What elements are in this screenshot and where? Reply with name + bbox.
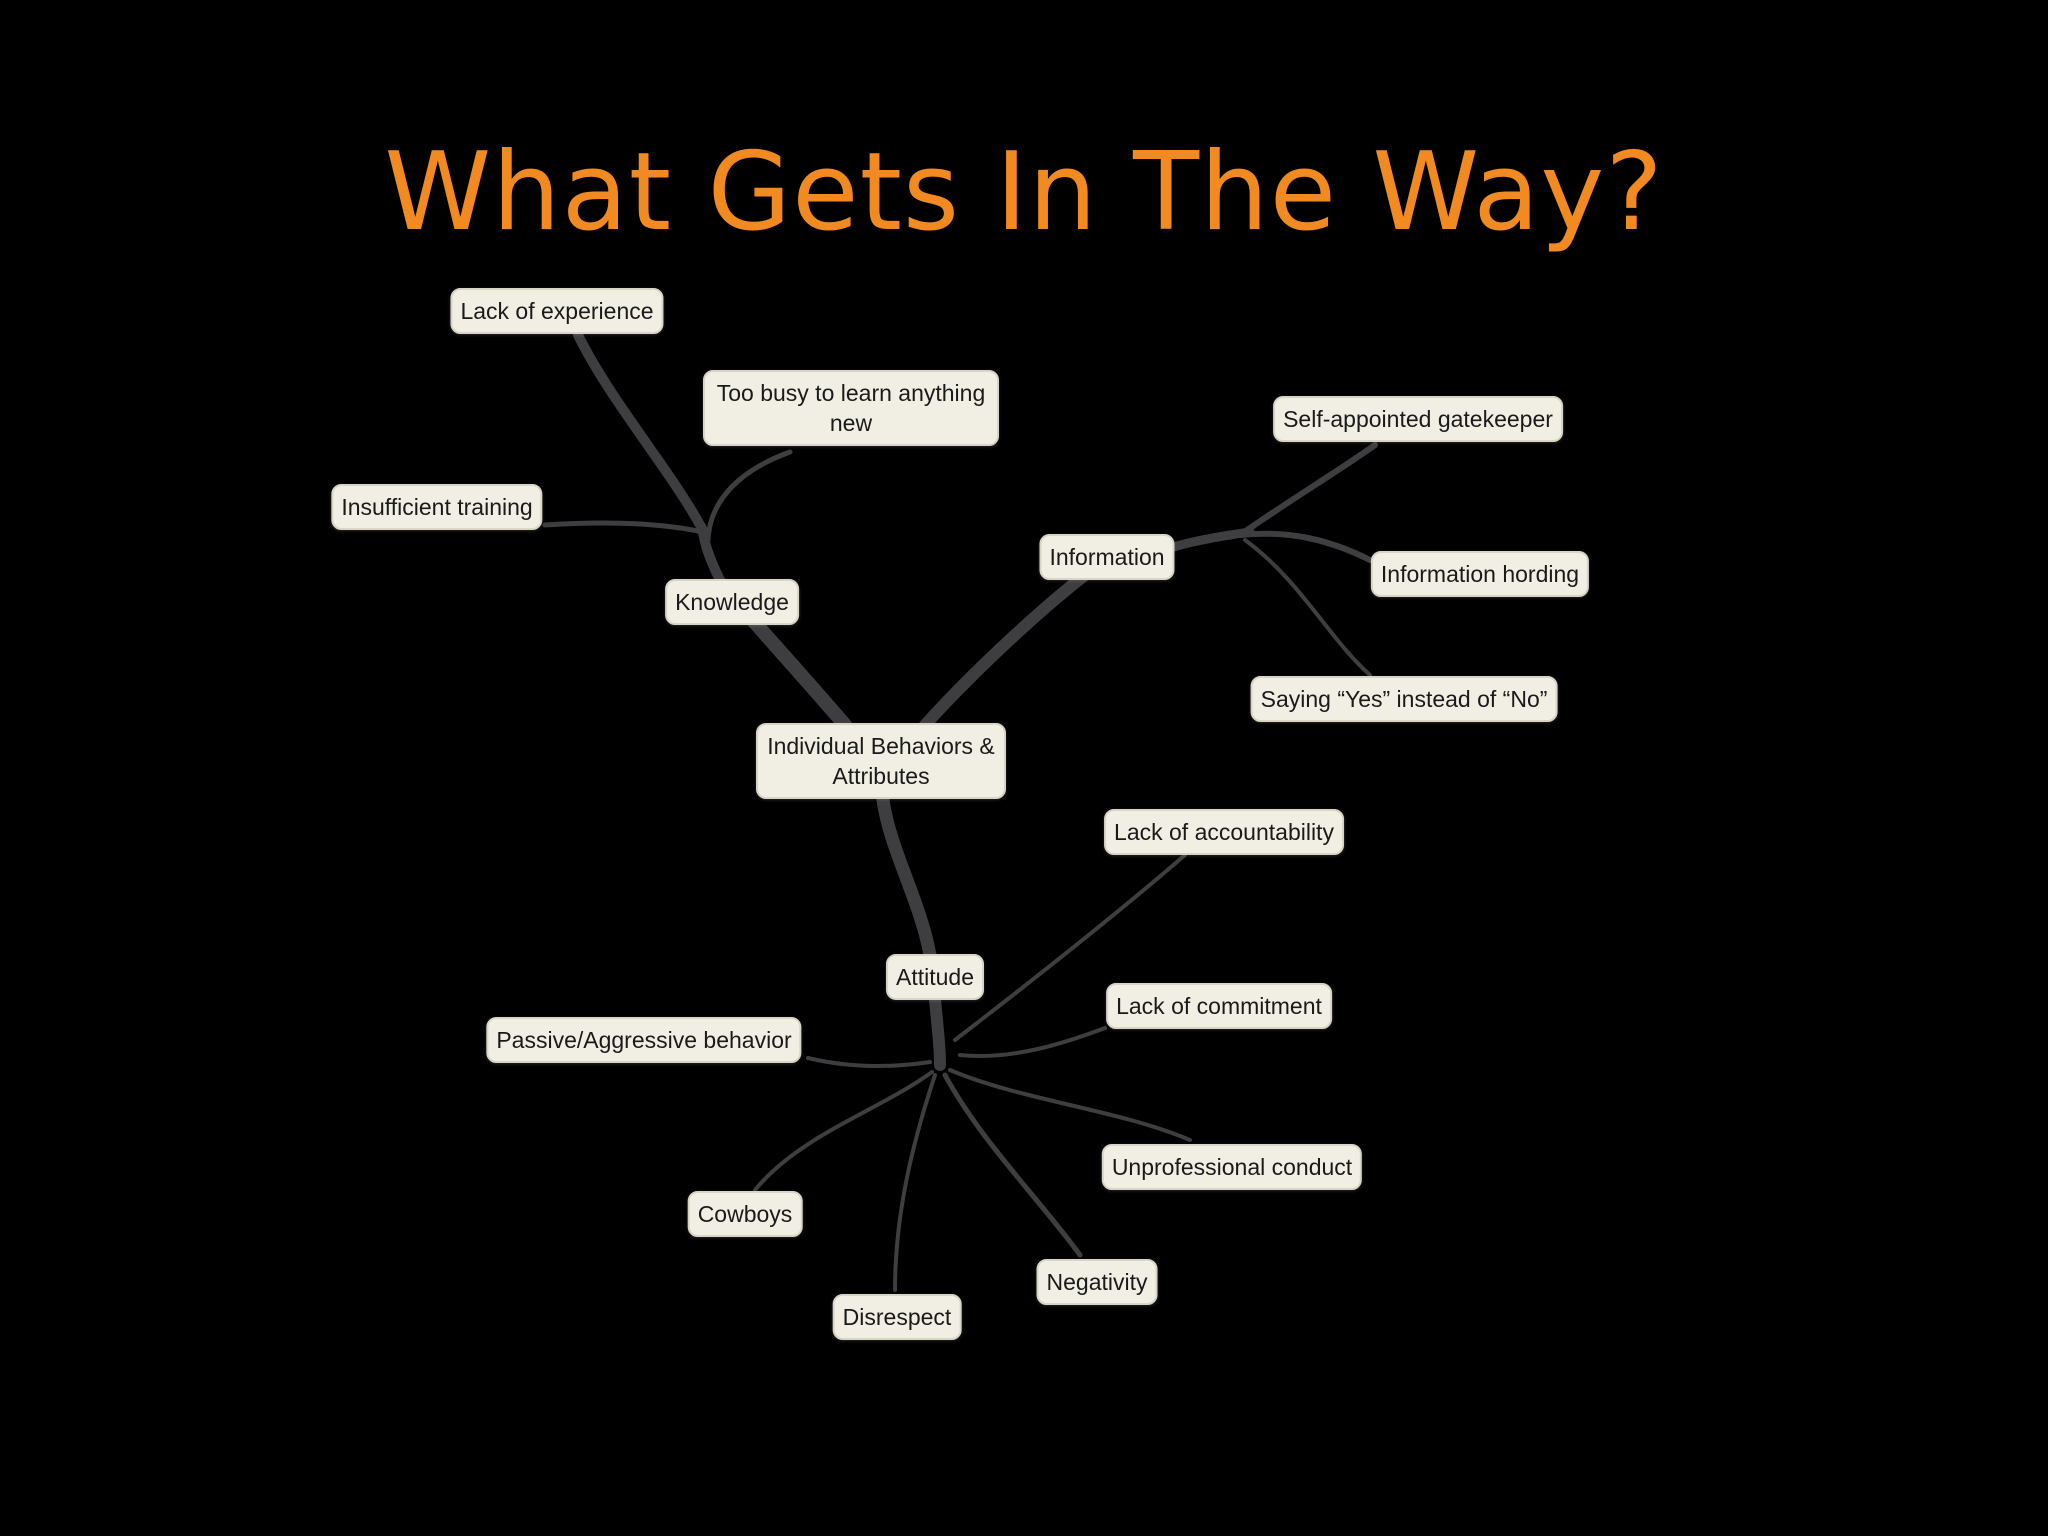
node-lack-of-commitment: Lack of commitment [1106, 983, 1332, 1029]
node-attitude: Attitude [886, 954, 984, 1000]
branch-attitude-cowboys [753, 1070, 934, 1192]
branch-attitude-commitment [958, 1026, 1107, 1058]
node-passive-aggressive: Passive/Aggressive behavior [486, 1017, 802, 1063]
node-knowledge: Knowledge [665, 579, 799, 625]
branch-knowledge-too-busy [705, 449, 793, 543]
branch-center-information [919, 569, 1091, 731]
branch-information-saying-yes [1243, 538, 1372, 677]
node-information: Information [1039, 534, 1175, 580]
branch-attitude-unprofessional [948, 1068, 1192, 1142]
node-saying-yes: Saying “Yes” instead of “No” [1250, 676, 1558, 722]
node-center: Individual Behaviors & Attributes [756, 723, 1006, 799]
branch-attitude-negativity [942, 1072, 1083, 1258]
node-negativity: Negativity [1036, 1259, 1158, 1305]
slide-title: What Gets In The Way? [384, 130, 1664, 255]
node-disrespect: Disrespect [832, 1294, 962, 1340]
node-information-hording: Information hording [1370, 551, 1590, 597]
branch-information-hording [1237, 530, 1373, 563]
branch-knowledge-insufficient-training [542, 520, 706, 535]
branch-attitude-hub [929, 994, 946, 1071]
branch-attitude-passive-aggressive [806, 1056, 932, 1069]
node-self-appointed-gatekeeper: Self-appointed gatekeeper [1273, 396, 1563, 442]
branch-attitude-disrespect [893, 1073, 937, 1292]
branch-information-gatekeeper [1237, 442, 1378, 538]
node-too-busy: Too busy to learn anything new [703, 370, 999, 446]
branch-center-attitude [876, 793, 937, 962]
branch-attitude-accountability [953, 853, 1187, 1042]
node-cowboys: Cowboys [687, 1191, 803, 1237]
node-insufficient-training: Insufficient training [331, 484, 543, 530]
node-lack-of-experience: Lack of experience [450, 288, 664, 334]
node-lack-of-accountability: Lack of accountability [1104, 809, 1344, 855]
branch-knowledge-lack-of-experience [573, 330, 725, 585]
node-unprofessional-conduct: Unprofessional conduct [1101, 1144, 1363, 1190]
